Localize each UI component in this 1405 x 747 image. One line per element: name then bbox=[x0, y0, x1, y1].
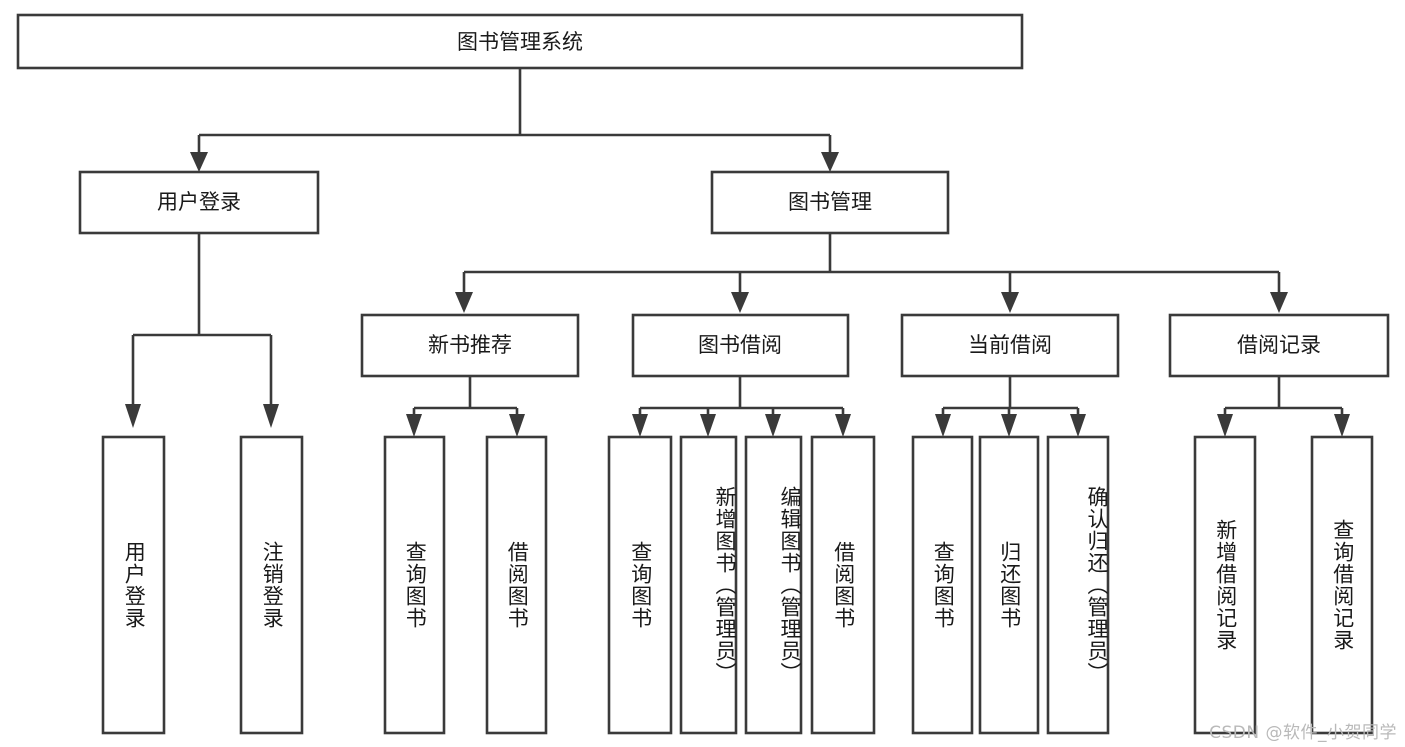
node-book-borrow-label: 图书借阅 bbox=[698, 333, 782, 357]
leaf-box-user-login-1[interactable] bbox=[101, 435, 166, 735]
node-user-login-label: 用户登录 bbox=[157, 190, 241, 214]
node-user-login-box[interactable] bbox=[78, 170, 320, 235]
arrow-head-currentborrow-leaf-3 bbox=[1070, 414, 1086, 437]
arrow-head-book-mgmt bbox=[821, 152, 839, 172]
leaf-box-current-borrow-2[interactable] bbox=[978, 435, 1040, 735]
node-book-management-label: 图书管理 bbox=[788, 190, 872, 214]
leaf-box-borrow-record-2[interactable] bbox=[1310, 435, 1374, 735]
arrow-head-currentborrow-leaf-1 bbox=[935, 414, 951, 437]
node-current-borrow[interactable]: 当前借阅 bbox=[900, 313, 1120, 378]
node-user-login[interactable]: 用户登录 bbox=[78, 170, 320, 235]
node-borrow-record-label: 借阅记录 bbox=[1237, 333, 1321, 357]
leaf-box-user-login-2[interactable] bbox=[239, 435, 304, 735]
node-current-borrow-box[interactable] bbox=[900, 313, 1120, 378]
node-book-borrow-box[interactable] bbox=[631, 313, 850, 378]
node-root[interactable]: 图书管理系统 bbox=[16, 13, 1024, 70]
arrow-head-borrow-record bbox=[1270, 292, 1288, 313]
arrow-head-bookborrow-leaf-3 bbox=[765, 414, 781, 437]
arrow-head-newbook-leaf-2 bbox=[509, 414, 525, 437]
arrow-head-newbook-leaf-1 bbox=[406, 414, 422, 437]
leaf-box-current-borrow-1[interactable] bbox=[911, 435, 974, 735]
arrow-head-bookborrow-leaf-2 bbox=[700, 414, 716, 437]
node-borrow-record[interactable]: 借阅记录 bbox=[1168, 313, 1390, 378]
node-root-label: 图书管理系统 bbox=[457, 30, 583, 54]
leaf-box-book-borrow-1[interactable] bbox=[607, 435, 673, 735]
arrow-head-user-login bbox=[190, 152, 208, 172]
node-root-box[interactable] bbox=[16, 13, 1024, 70]
leaf-box-book-borrow-3[interactable] bbox=[744, 435, 803, 735]
arrow-head-borrowrecord-leaf-2 bbox=[1334, 414, 1350, 437]
arrow-head-borrowrecord-leaf-1 bbox=[1217, 414, 1233, 437]
arrow-head-currentborrow-leaf-2 bbox=[1001, 414, 1017, 437]
node-current-borrow-label: 当前借阅 bbox=[968, 333, 1052, 357]
arrow-head-current-borrow bbox=[1001, 292, 1019, 313]
arrow-head-bookborrow-leaf-4 bbox=[835, 414, 851, 437]
leaf-box-current-borrow-3[interactable] bbox=[1046, 435, 1110, 735]
arrow-head-leaf-user-login bbox=[125, 404, 141, 428]
leaf-box-book-borrow-2[interactable] bbox=[679, 435, 738, 735]
leaf-box-book-borrow-4[interactable] bbox=[810, 435, 876, 735]
leaf-box-new-book-1[interactable] bbox=[383, 435, 446, 735]
node-borrow-record-box[interactable] bbox=[1168, 313, 1390, 378]
leaf-box-new-book-2[interactable] bbox=[485, 435, 548, 735]
watermark-text: CSDN @软件_小贺同学 bbox=[1209, 723, 1397, 743]
node-book-management[interactable]: 图书管理 bbox=[710, 170, 950, 235]
arrow-head-bookborrow-leaf-1 bbox=[632, 414, 648, 437]
node-book-borrow[interactable]: 图书借阅 bbox=[631, 313, 850, 378]
node-book-management-box[interactable] bbox=[710, 170, 950, 235]
node-new-book-recommend-box[interactable] bbox=[360, 313, 580, 378]
node-new-book-recommend-label: 新书推荐 bbox=[428, 333, 512, 357]
arrow-head-new-book bbox=[455, 292, 473, 313]
arrow-head-leaf-logout bbox=[263, 404, 279, 428]
node-new-book-recommend[interactable]: 新书推荐 bbox=[360, 313, 580, 378]
connector-layer bbox=[125, 68, 1350, 437]
leaf-box-borrow-record-1[interactable] bbox=[1193, 435, 1257, 735]
arrow-head-book-borrow bbox=[731, 292, 749, 313]
